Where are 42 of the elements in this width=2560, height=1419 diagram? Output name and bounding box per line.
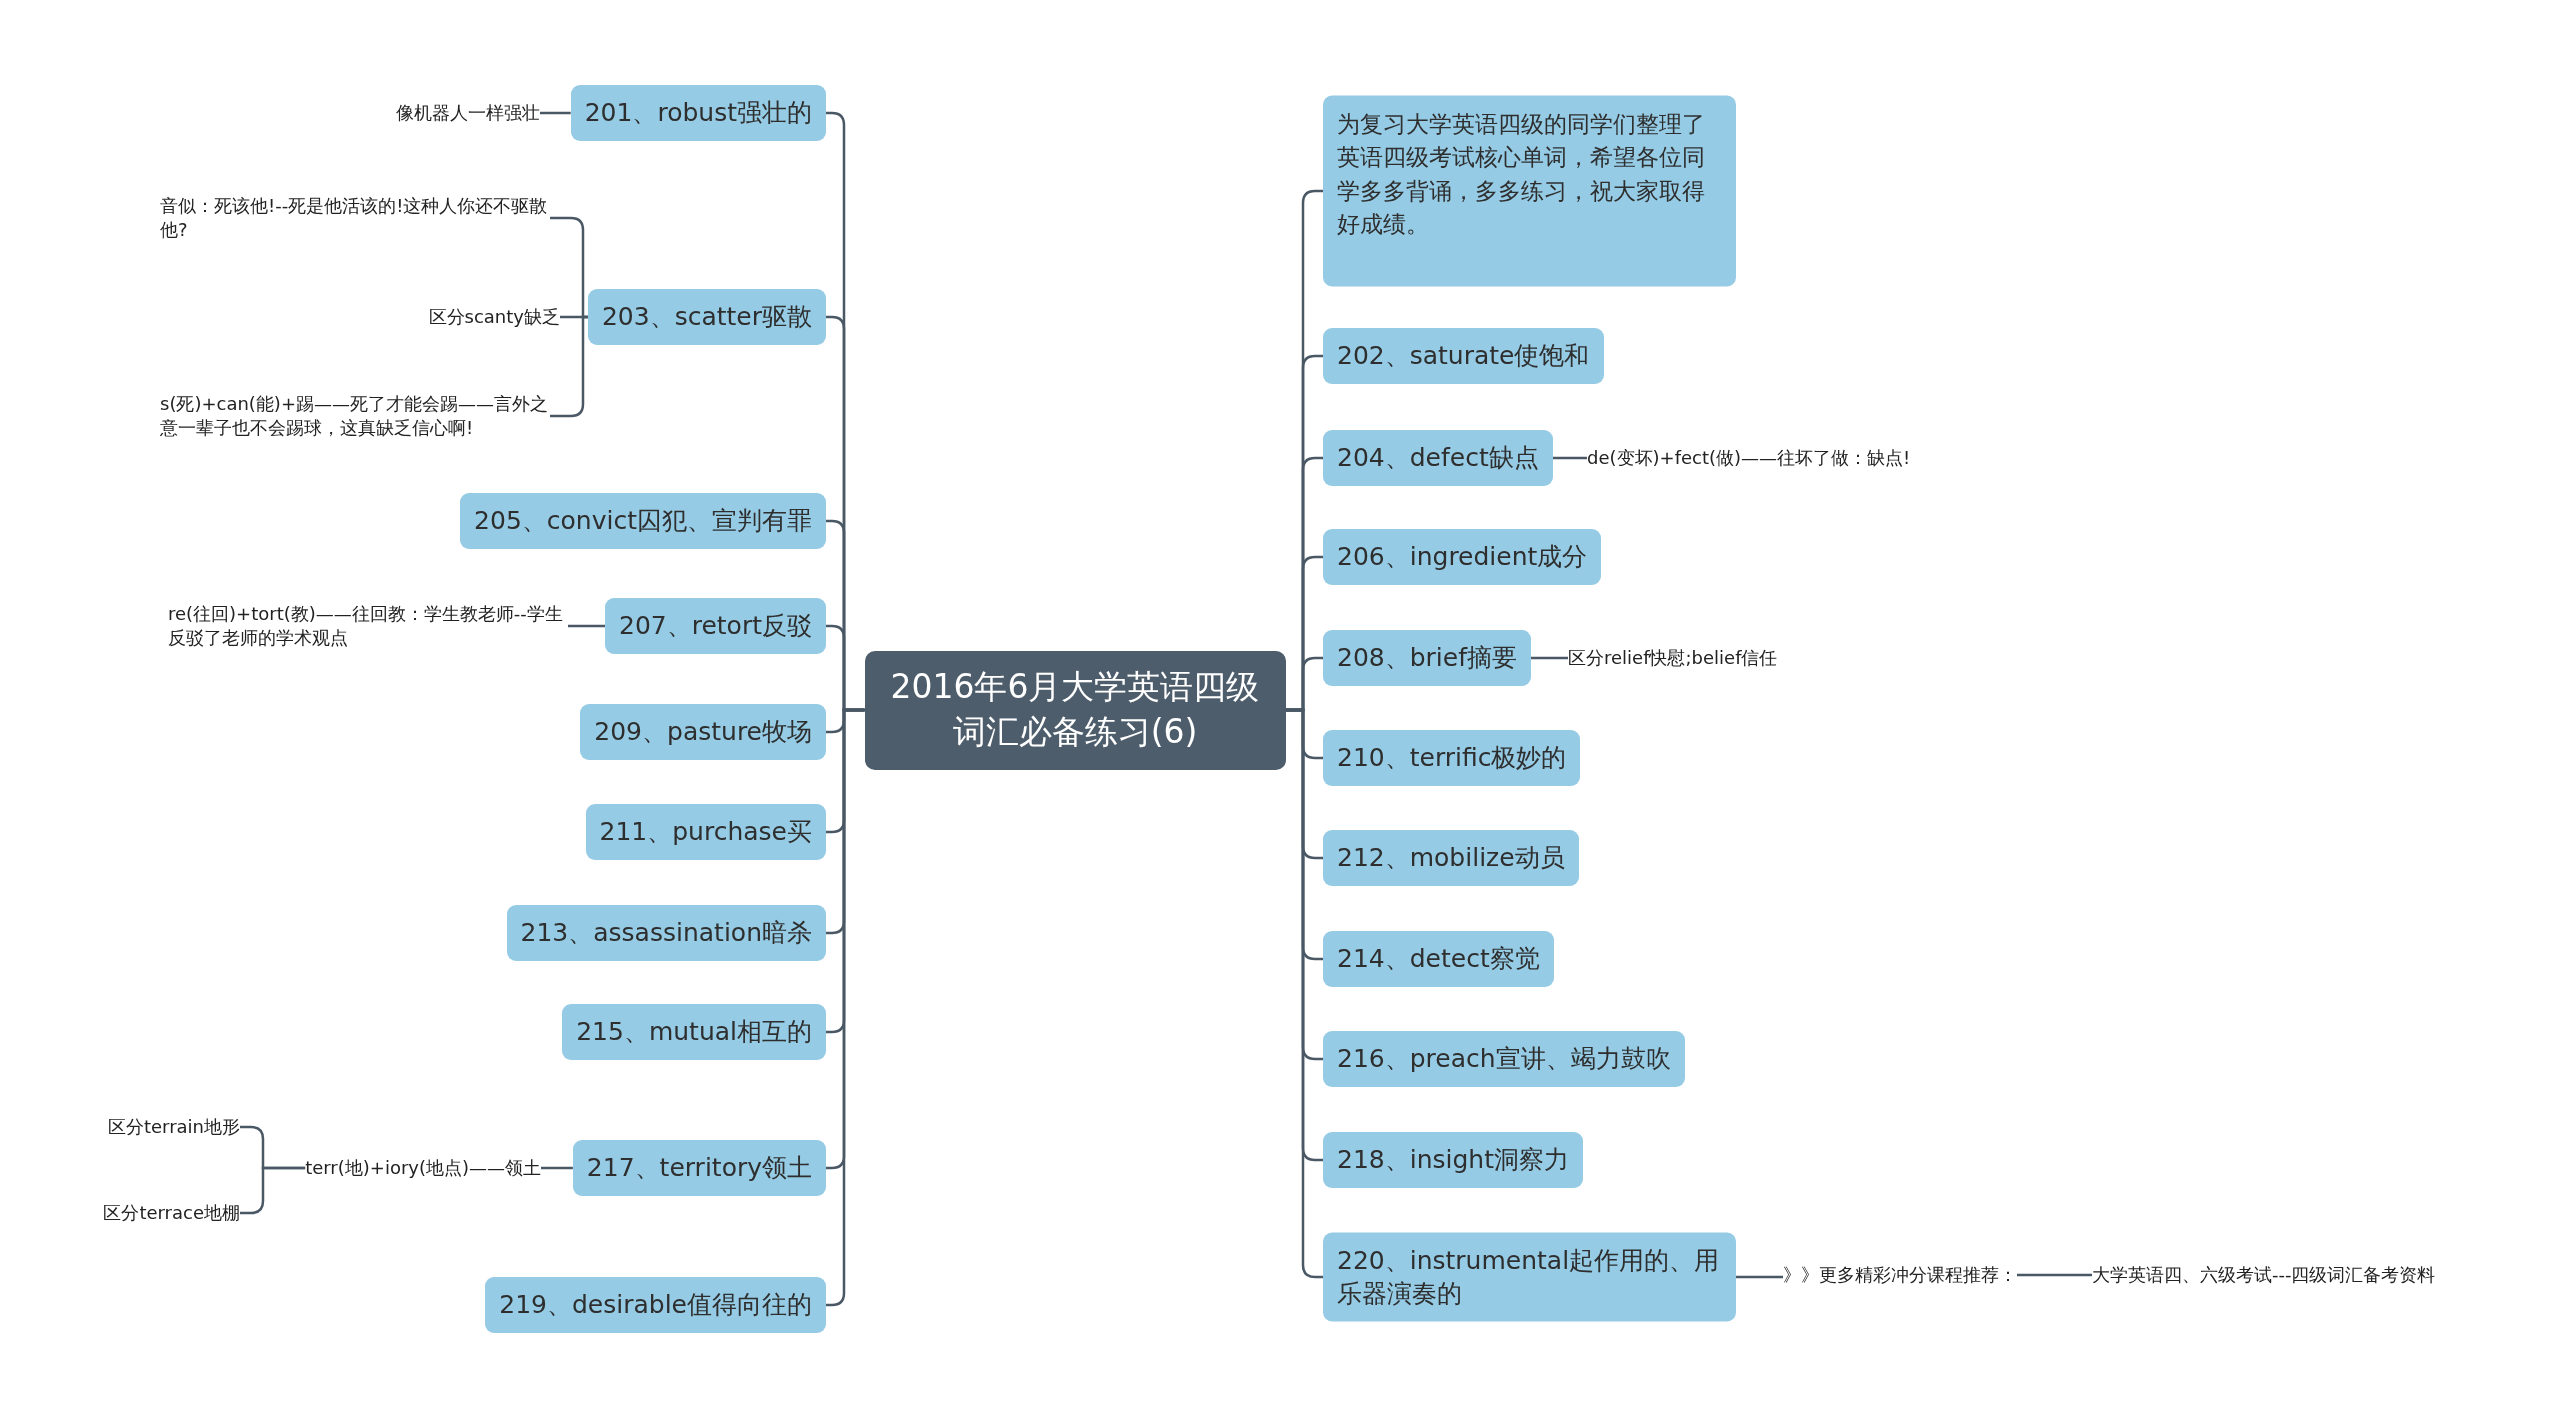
topic-box: 217、territory领土 <box>572 1140 826 1196</box>
note-text: 区分relief快慰;belief信任 <box>1568 645 1778 671</box>
topic-box: 201、robust强壮的 <box>570 85 826 141</box>
topic-box: 204、defect缺点 <box>1323 430 1553 486</box>
note-text: 区分terrain地形 <box>107 1114 240 1140</box>
topic-box: 211、purchase买 <box>585 804 826 860</box>
connector-line <box>1552 456 1587 460</box>
topic-box: 212、mobilize动员 <box>1323 830 1579 886</box>
note-text: terr(地)+iory(地点)——领土 <box>305 1155 541 1181</box>
note-text: 区分terrace地棚 <box>103 1200 240 1226</box>
connector-line <box>540 111 571 115</box>
note-text: 大学英语四、六级考试---四级词汇备考资料 <box>2092 1262 2436 1288</box>
topic-box: 206、ingredient成分 <box>1323 529 1602 585</box>
connector-line <box>541 1166 573 1170</box>
topic-box: 208、brief摘要 <box>1323 630 1531 686</box>
connector-line <box>568 624 605 628</box>
topic-box: 209、pasture牧场 <box>580 704 826 760</box>
topic-box: 207、retort反驳 <box>605 598 826 654</box>
note-text: 》》更多精彩冲分课程推荐： <box>1783 1262 2017 1288</box>
topic-box: 218、insight洞察力 <box>1323 1132 1583 1188</box>
note-text: de(变坏)+fect(做)——往坏了做：缺点! <box>1587 445 1911 471</box>
topic-box: 202、saturate使饱和 <box>1323 328 1604 384</box>
connector-line <box>1736 1275 1783 1279</box>
connector-line <box>240 1166 306 1215</box>
topic-box: 213、assassination暗杀 <box>506 905 826 961</box>
note-text: re(往回)+tort(教)——往回教：学生教老师--学生反驳了老师的学术观点 <box>168 601 568 651</box>
topic-box: 215、mutual相互的 <box>562 1004 826 1060</box>
note-text: 音似：死该他!--死是他活该的!这种人你还不驱散他? <box>160 193 550 243</box>
connector-line <box>2017 1273 2092 1277</box>
topic-box: 为复习大学英语四级的同学们整理了英语四级考试核心单词，希望各位同学多多背诵，多多练习，祝大家取得好成绩。 <box>1323 95 1736 287</box>
topic-box: 216、preach宣讲、竭力鼓吹 <box>1323 1031 1685 1087</box>
central-topic-box: 2016年6月大学英语四级词汇必备练习(6) <box>864 650 1286 770</box>
topic-box: 214、detect察觉 <box>1323 931 1554 987</box>
topic-box: 220、instrumental起作用的、用乐器演奏的 <box>1323 1232 1736 1322</box>
topic-box: 203、scatter驱散 <box>587 289 826 345</box>
topic-box: 205、convict囚犯、宣判有罪 <box>460 493 826 549</box>
topic-box: 219、desirable值得向往的 <box>485 1277 826 1333</box>
note-text: s(死)+can(能)+踢——死了才能会踢——言外之意一辈子也不会踢球，这真缺乏信心啊! <box>160 391 550 441</box>
topic-box: 210、terrific极妙的 <box>1323 730 1581 786</box>
note-text: 区分scanty缺乏 <box>428 304 560 330</box>
note-text: 像机器人一样强壮 <box>396 100 540 126</box>
connector-line <box>1531 656 1568 660</box>
